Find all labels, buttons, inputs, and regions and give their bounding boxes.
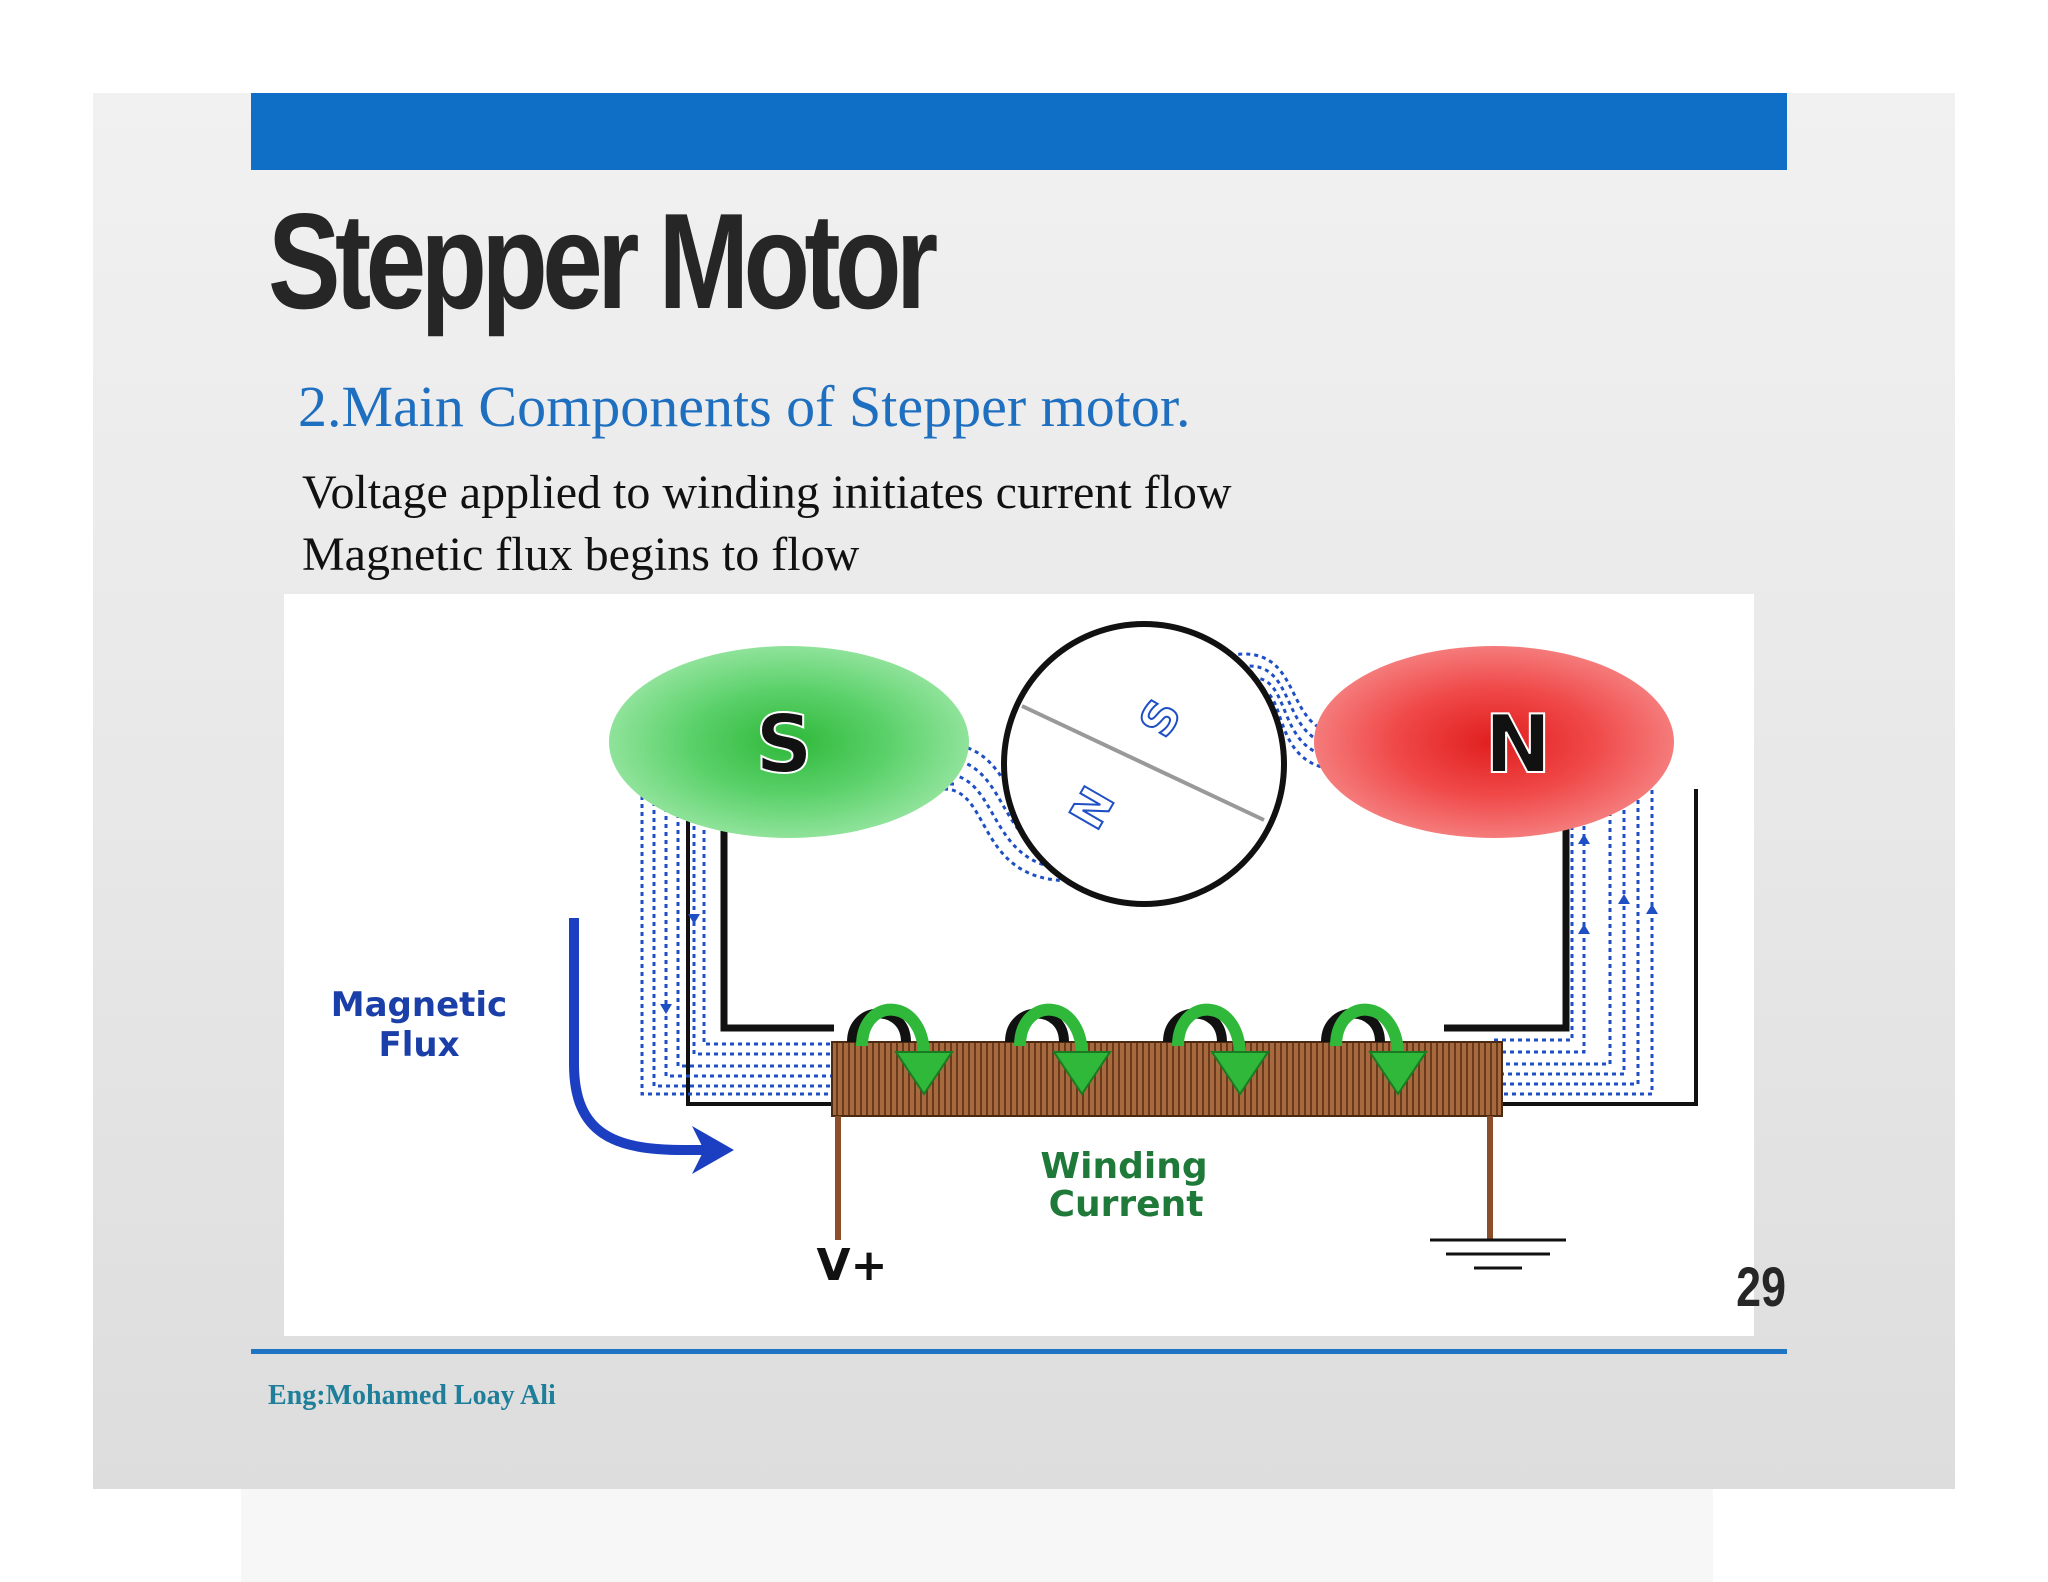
bullet-item: Voltage applied to winding initiates cur…: [302, 466, 1232, 519]
page-below-strip: [241, 1489, 1713, 1582]
south-pole-label: S: [755, 698, 813, 791]
north-pole: [1314, 646, 1674, 838]
terminal-leads: [835, 1116, 1493, 1240]
bullet-list: Voltage applied to winding initiates cur…: [302, 462, 1232, 586]
winding-label-line1: Winding: [1040, 1146, 1207, 1187]
winding-arrowheads: [894, 1051, 1428, 1096]
footer-author: Eng:Mohamed Loay Ali: [268, 1380, 556, 1411]
flux-label-line1: Magnetic: [331, 985, 507, 1025]
footer-divider: [251, 1349, 1787, 1354]
diagram-svg: S N S N: [331, 621, 1698, 1291]
coil-tops: [847, 1008, 1385, 1043]
rotor-axis: [1021, 704, 1265, 822]
header-bar: [251, 93, 1787, 170]
ground-symbol: [1430, 1238, 1566, 1270]
south-pole: [609, 646, 969, 838]
winding-current-arrows: [856, 1003, 1404, 1057]
north-pole-label: N: [1485, 698, 1552, 791]
bullet-item: Magnetic flux begins to flow: [302, 528, 860, 581]
slide-subtitle: 2.Main Components of Stepper motor.: [298, 374, 1191, 439]
yoke-frame: [686, 764, 1698, 1106]
flux-label-line2: Flux: [378, 1025, 459, 1065]
page-number: 29: [1736, 1255, 1786, 1318]
winding-label-line2: Current: [1049, 1184, 1204, 1225]
stepper-motor-diagram: S N S N: [284, 594, 1754, 1336]
supply-voltage-label: V+: [817, 1240, 888, 1291]
slide-title: Stepper Motor: [268, 185, 938, 337]
flux-direction-arrow: [569, 918, 734, 1174]
